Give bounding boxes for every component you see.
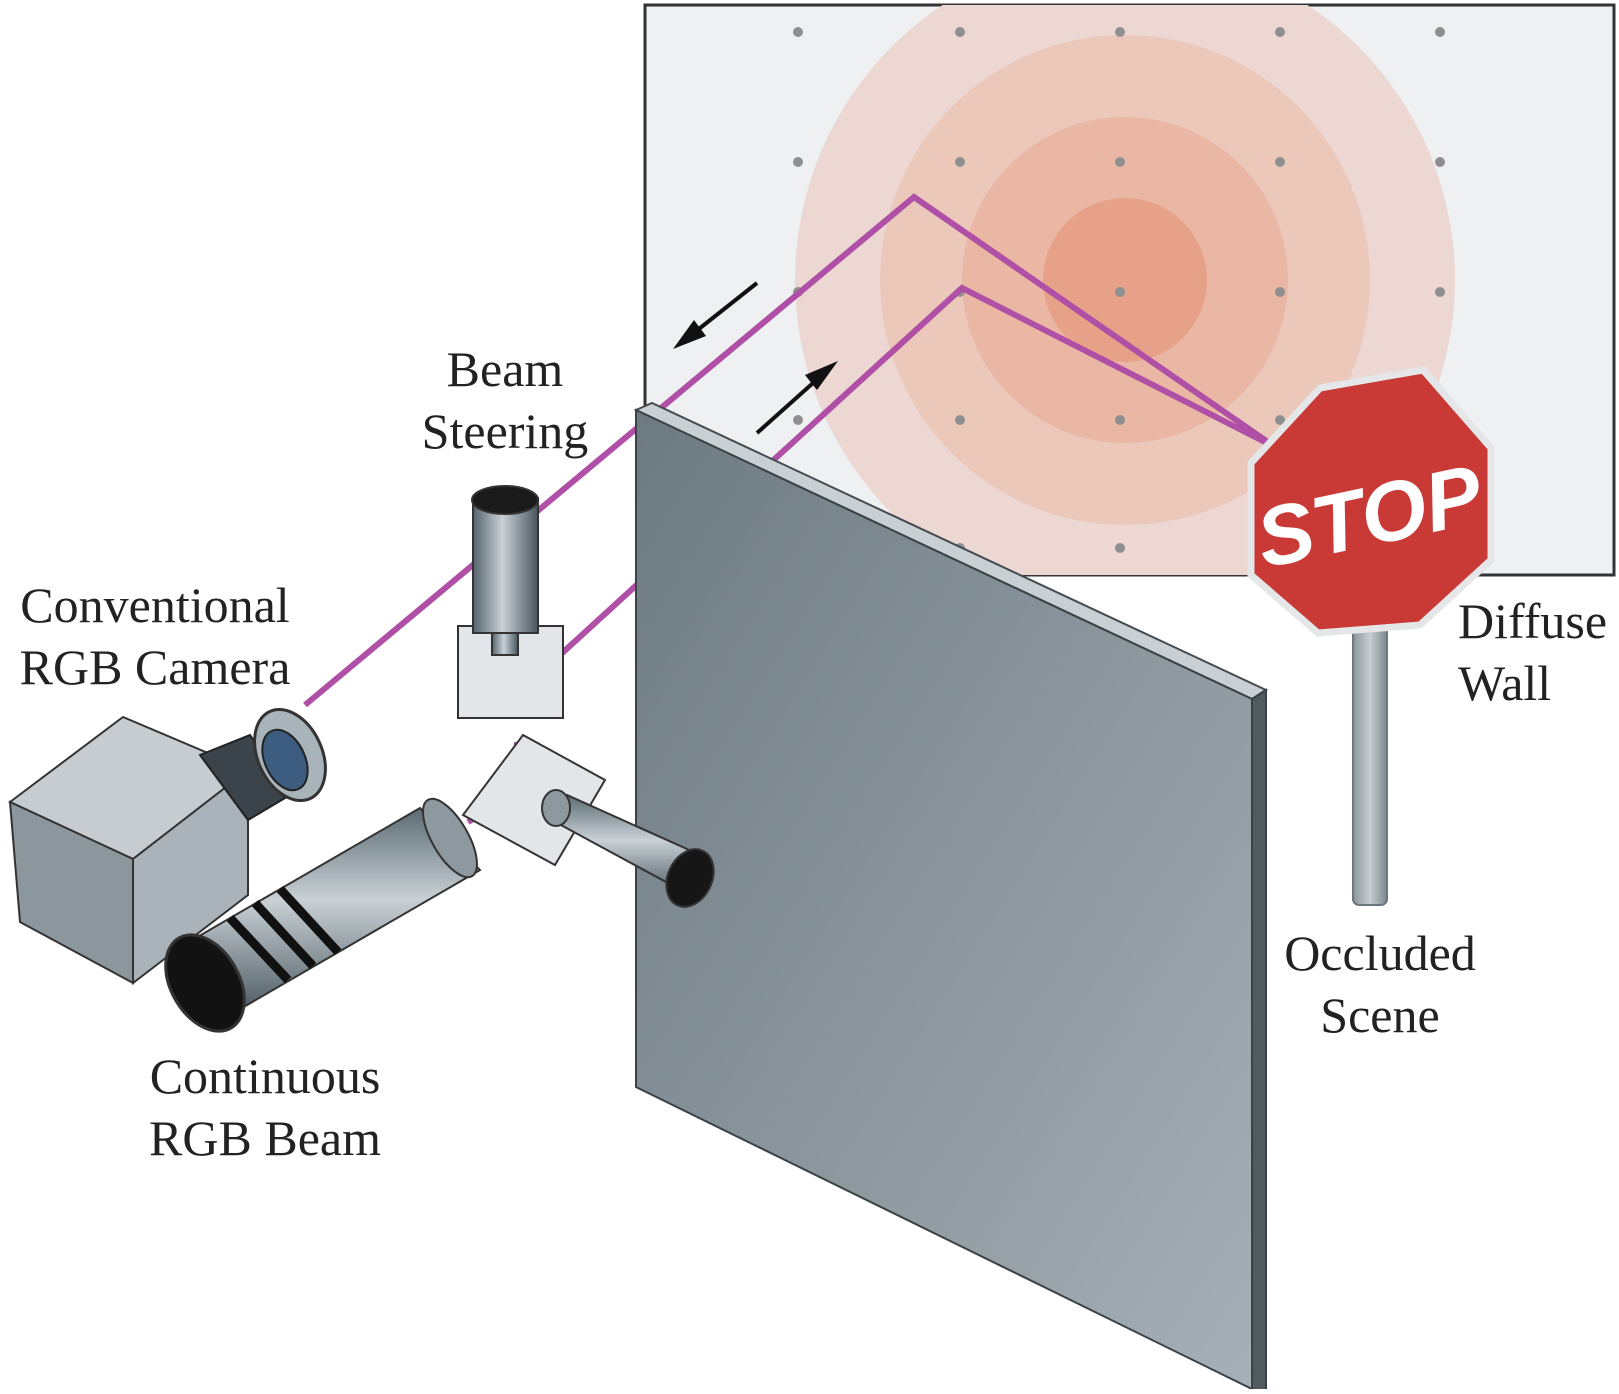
rgb-laser — [164, 797, 482, 1033]
grid-dot — [1115, 27, 1125, 37]
label-diffuse-wall: Diffuse Wall — [1458, 593, 1608, 711]
label-occluded-scene: Occluded Scene — [1284, 925, 1476, 1043]
grid-dot — [955, 27, 965, 37]
grid-dot — [1435, 27, 1445, 37]
grid-dot — [1115, 157, 1125, 167]
steering-mirror — [461, 733, 607, 867]
grid-dot — [1115, 543, 1125, 553]
stop-sign-octagon — [1247, 366, 1495, 637]
beam-steering-unit — [457, 485, 564, 719]
grid-dot — [1275, 287, 1285, 297]
grid-dot — [1435, 157, 1445, 167]
wall-grid-dots — [793, 27, 1445, 553]
grid-dot — [1115, 415, 1125, 425]
grid-dot — [1275, 157, 1285, 167]
grid-dot — [1115, 287, 1125, 297]
grid-dot — [1275, 415, 1285, 425]
grid-dot — [793, 157, 803, 167]
label-continuous-beam: Continuous RGB Beam — [149, 1048, 381, 1166]
stop-sign: STOP — [1247, 366, 1495, 906]
occluder-panel — [633, 401, 1269, 1394]
label-beam-steering: Beam Steering — [421, 341, 589, 459]
grid-dot — [793, 27, 803, 37]
grid-dot — [955, 415, 965, 425]
arrow-down-left-icon — [673, 281, 759, 349]
label-conventional-camera: Conventional RGB Camera — [19, 577, 291, 695]
detector-tube — [541, 789, 715, 908]
grid-dot — [955, 157, 965, 167]
grid-dot — [1275, 27, 1285, 37]
direction-arrows — [673, 281, 838, 435]
arrow-up-right-icon — [755, 361, 838, 435]
rgb-camera — [8, 707, 327, 986]
grid-dot — [1435, 287, 1445, 297]
grid-dot — [793, 415, 803, 425]
stop-sign-pole — [1352, 614, 1388, 906]
